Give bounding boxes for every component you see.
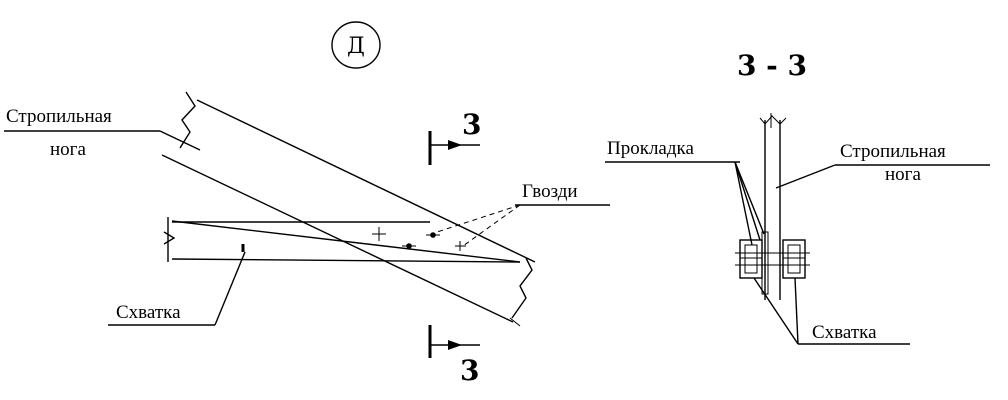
section-tie-right (782, 239, 806, 279)
nails-leaders (436, 204, 610, 247)
section-nails (735, 252, 810, 266)
pad-leader-2 (734, 161, 765, 235)
pad-leader-3 (734, 161, 753, 246)
section-rafter-label-line2: нога (885, 164, 921, 185)
callout-text: Д (347, 34, 365, 59)
section-mark-bottom: 3 (428, 325, 480, 387)
rafter-leader (159, 130, 201, 151)
tie-leader (214, 251, 246, 326)
section-rafter-label-line1: Стропильная (840, 141, 946, 162)
callout-marker: Д (331, 21, 381, 69)
section-mark-top-text: 3 (462, 108, 481, 141)
section-rafter (759, 113, 787, 300)
section-tie-left (739, 239, 763, 279)
tie-beam (163, 217, 521, 263)
section-tie-leader-2 (794, 277, 799, 345)
section-mark-bottom-text: 3 (460, 354, 479, 387)
tie-label: Схватка (116, 302, 181, 323)
section-tie-label: Схватка (812, 322, 877, 343)
pad-label: Прокладка (607, 138, 694, 159)
section-mark-top: 3 (428, 108, 481, 165)
rafter-label-line1: Стропильная (6, 106, 112, 127)
section-tie-leader-1 (753, 277, 799, 345)
rafter-leg (161, 91, 536, 327)
pad-leader-1 (734, 161, 761, 241)
section-title: 3 - 3 (737, 49, 807, 82)
nails-label: Гвозди (522, 181, 578, 202)
section-rafter-leader (775, 164, 836, 189)
rafter-label-line2: нога (50, 139, 86, 160)
nail-marks (241, 227, 466, 252)
